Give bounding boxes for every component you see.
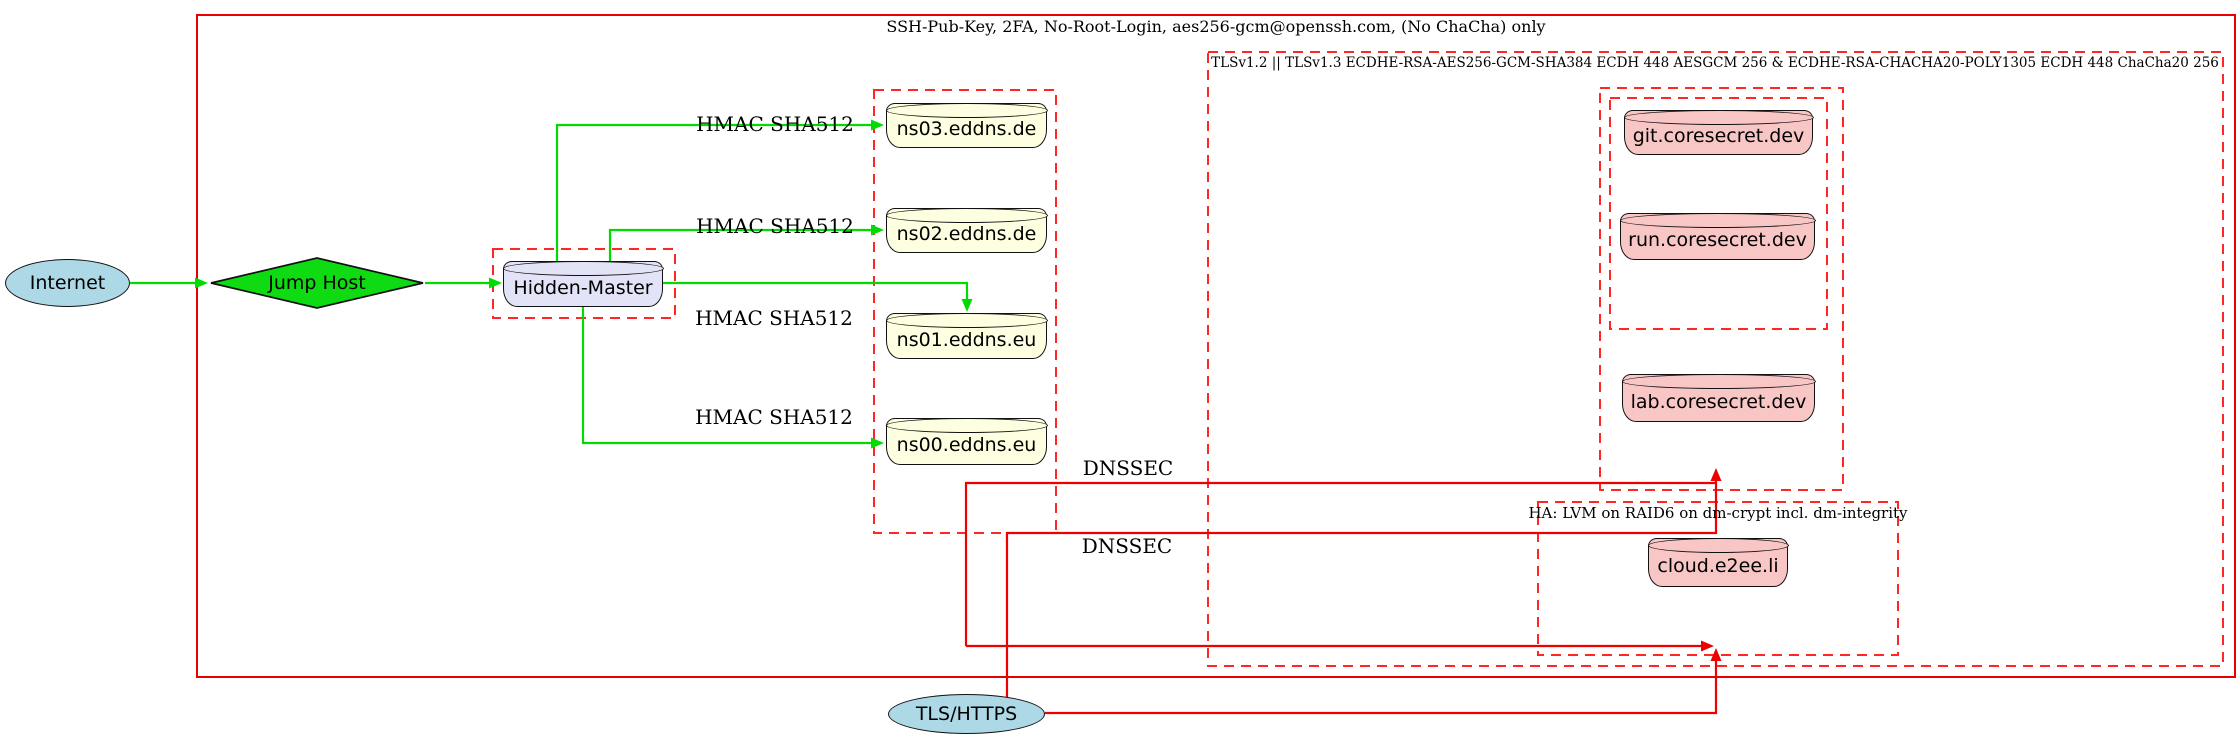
node-cloud-e2ee: cloud.e2ee.li xyxy=(1647,537,1789,587)
node-tls-https-label: TLS/HTTPS xyxy=(915,703,1018,725)
node-jump-host: Jump Host xyxy=(209,257,425,309)
edge-label-hmac-ns01: HMAC SHA512 xyxy=(695,306,853,330)
node-internet: Internet xyxy=(5,259,130,307)
edge-label-dnssec-1: DNSSEC xyxy=(1082,456,1174,480)
node-jump-host-label: Jump Host xyxy=(268,272,366,294)
node-lab-coresecret: lab.coresecret.dev xyxy=(1621,373,1816,422)
edge-hidden-master-to-ns03 xyxy=(555,119,884,262)
node-ns01-label: ns01.eddns.eu xyxy=(896,328,1037,351)
cluster-ssh-zone-label: SSH-Pub-Key, 2FA, No-Root-Login, aes256-… xyxy=(886,17,1546,36)
edge-label-hmac-ns02: HMAC SHA512 xyxy=(696,214,854,238)
node-ns02: ns02.eddns.de xyxy=(885,207,1048,253)
node-lab-coresecret-label: lab.coresecret.dev xyxy=(1630,390,1807,413)
cluster-ha-zone-box xyxy=(1537,501,1899,656)
edge-label-dnssec-2: DNSSEC xyxy=(1081,534,1173,558)
node-ns02-label: ns02.eddns.de xyxy=(896,223,1037,245)
edge-hidden-master-to-ns01 xyxy=(663,281,973,312)
cluster-nameservers-box xyxy=(873,89,1057,534)
edge-dnssec-to-coresecret xyxy=(964,481,1716,646)
edge-hidden-master-to-ns00 xyxy=(581,307,884,449)
node-ns00-label: ns00.eddns.eu xyxy=(896,434,1037,456)
node-hidden-master-label: Hidden-Master xyxy=(513,276,653,299)
node-run-coresecret: run.coresecret.dev xyxy=(1619,212,1816,260)
cluster-tls-zone-box xyxy=(1207,51,2224,667)
cluster-ha-zone-label: HA: LVM on RAID6 on dm-crypt incl. dm-in… xyxy=(1528,504,1908,522)
edge-label-hmac-ns00: HMAC SHA512 xyxy=(695,405,853,429)
node-git-coresecret: git.coresecret.dev xyxy=(1623,109,1814,155)
jump-host-diamond-shape xyxy=(210,257,424,309)
cluster-ssh-zone-box xyxy=(196,14,2236,678)
node-ns00: ns00.eddns.eu xyxy=(885,417,1048,465)
node-internet-label: Internet xyxy=(29,272,106,294)
node-hidden-master: Hidden-Master xyxy=(502,260,664,307)
node-git-coresecret-label: git.coresecret.dev xyxy=(1632,125,1805,147)
node-cloud-e2ee-label: cloud.e2ee.li xyxy=(1657,555,1779,577)
edge-label-hmac-ns03: HMAC SHA512 xyxy=(696,112,854,136)
edge-tls-https-to-coresecret xyxy=(1005,468,1722,697)
cluster-coresecret-outer-box xyxy=(1599,87,1844,491)
cluster-tls-zone-label: TLSv1.2 || TLSv1.3 ECDHE-RSA-AES256-GCM-… xyxy=(1211,55,2219,71)
node-ns01: ns01.eddns.eu xyxy=(885,312,1048,359)
edge-hidden-master-to-ns02 xyxy=(608,224,884,262)
edge-tls-https-to-ha xyxy=(1045,648,1722,715)
node-ns03-label: ns03.eddns.de xyxy=(896,118,1037,140)
node-tls-https: TLS/HTTPS xyxy=(888,694,1045,734)
node-ns03: ns03.eddns.de xyxy=(885,102,1048,148)
node-run-coresecret-label: run.coresecret.dev xyxy=(1628,229,1807,251)
cluster-coresecret-inner-box xyxy=(1609,97,1828,330)
